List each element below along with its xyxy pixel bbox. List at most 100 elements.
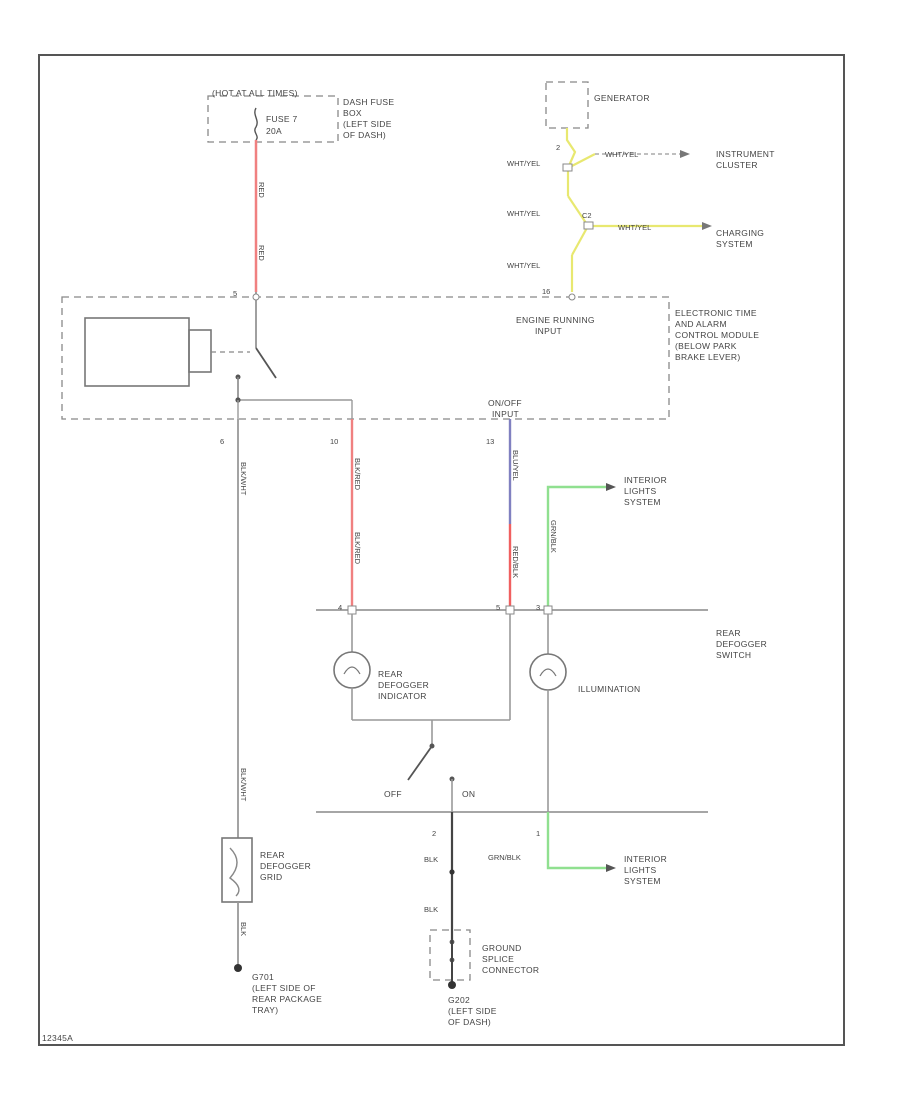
indicator-wire: BLK/RED BLK/RED [350,419,362,606]
engine-running-label-1: ENGINE RUNNING [516,315,595,325]
switch-label-2: DEFOGGER [716,639,767,649]
switch-label-1: REAR [716,628,741,638]
switch-pin-2: 2 [432,829,436,838]
generator-wire-label-3: WHT/YEL [507,209,540,218]
illum-wire-label-bottom: GRN/BLK [488,853,521,862]
indicator-lamp-icon [333,651,371,689]
relay-contact-icon [255,347,277,379]
ground-g701-loc-1: (LEFT SIDE OF [252,983,316,993]
module-label-3: CONTROL MODULE [675,330,759,340]
generator-wire-label-1: WHT/YEL [507,159,540,168]
fuse-icon [254,107,258,141]
ground-g701-icon [234,964,242,972]
charging-system-label-1: CHARGING [716,228,764,238]
ground-g202-loc-2: OF DASH) [448,1017,491,1027]
rear-defogger-grid: REAR DEFOGGER GRID BLK G701 (LEFT SIDE O… [221,837,322,1015]
fuse-box-location-4: OF DASH) [343,130,386,140]
generator: GENERATOR 2 C2 WHT/YEL WHT/YEL WHT/YEL W… [507,81,775,296]
ground-g202-icon [448,981,456,989]
ground-g701-loc-2: REAR PACKAGE [252,994,322,1004]
module-label-2: AND ALARM [675,319,727,329]
grid-wire-label-bottom: BLK/WHT [239,768,248,802]
illum-wire-label-top: GRN/BLK [549,520,558,553]
grid-wire: BLK/WHT BLK/WHT [237,419,248,838]
interior-lights-top-3: SYSTEM [624,497,661,507]
illum-wire-bottom: GRN/BLK INTERIOR LIGHTS SYSTEM [488,812,667,886]
arrow-right-icon [702,222,712,230]
arrow-right-icon [680,150,690,158]
fuse-wire-label-top: RED [257,182,266,198]
ground-g701-id: G701 [252,972,274,982]
grid-ground-wire-label: BLK [239,922,248,936]
module-pin-feed: 5 [233,289,237,298]
fuse-wire-label-bottom: RED [257,245,266,261]
module-pin-grid: 6 [220,437,224,446]
ground-wire: BLK BLK [424,812,455,940]
fuse-box-location-1: DASH FUSE [343,97,394,107]
illum-wire-top: GRN/BLK INTERIOR LIGHTS SYSTEM [546,475,667,606]
ground-wire-label-2: BLK [424,905,438,914]
grid-wire-label-top: BLK/WHT [239,462,248,496]
interior-lights-bottom-2: LIGHTS [624,865,657,875]
interior-lights-top-2: LIGHTS [624,486,657,496]
grid-label-2: DEFOGGER [260,861,311,871]
onoff-wire-label-2: RED/BLK [511,546,520,578]
generator-wire-label-4: WHT/YEL [618,223,651,232]
illumination-lamp-icon [529,653,567,691]
onoff-wire-label-1: BLU/YEL [511,450,520,481]
splice-label-2: SPLICE [482,954,514,964]
interior-lights-top-1: INTERIOR [624,475,667,485]
switch-pin-3: 3 [536,603,540,612]
indicator-label-2: DEFOGGER [378,680,429,690]
switch-off-label: OFF [384,789,402,799]
module-pin-onoff: 13 [486,437,494,446]
ground-splice-connector: GROUND SPLICE CONNECTOR G202 (LEFT SIDE … [429,929,539,1027]
instrument-cluster-label-2: CLUSTER [716,160,758,170]
fuse-feed-wire: RED RED [254,140,266,292]
generator-wire-label-5: WHT/YEL [507,261,540,270]
ground-g202-loc-1: (LEFT SIDE [448,1006,497,1016]
defogger-grid-icon [221,837,253,903]
generator-wire-label-2: WHT/YEL [605,150,638,159]
module-label-1: ELECTRONIC TIME [675,308,757,318]
fuse-label: FUSE 7 [266,114,298,124]
grid-label-1: REAR [260,850,285,860]
defogger-switch: REAR DEFOGGER SWITCH 4 5 3 REAR DEFOGGER… [316,603,767,838]
fuse-box: (HOT AT ALL TIMES) FUSE 7 20A DASH FUSE … [207,88,394,143]
relay-coil-icon [84,317,190,387]
fuse-box-header: (HOT AT ALL TIMES) [212,88,298,98]
module-label-4: (BELOW PARK [675,341,737,351]
generator-splice: C2 [582,211,592,220]
onoff-input-label-2: INPUT [492,409,519,419]
switch-on-label: ON [462,789,475,799]
ground-g202-id: G202 [448,995,470,1005]
indicator-label-3: INDICATOR [378,691,427,701]
interior-lights-bottom-1: INTERIOR [624,854,667,864]
engine-running-label-2: INPUT [535,326,562,336]
indicator-label-1: REAR [378,669,403,679]
splice-label-3: CONNECTOR [482,965,539,975]
splice-label-1: GROUND [482,943,522,953]
module-pin-indicator: 10 [330,437,338,446]
fuse-box-location-3: (LEFT SIDE [343,119,392,129]
indicator-wire-label-2: BLK/RED [353,532,362,565]
arrow-right-icon [606,864,616,872]
illumination-label: ILLUMINATION [578,684,640,694]
switch-label-3: SWITCH [716,650,751,660]
onoff-wire: BLU/YEL RED/BLK [508,419,520,606]
ground-wire-label-1: BLK [424,855,438,864]
generator-label: GENERATOR [594,93,650,103]
indicator-wire-label-1: BLK/RED [353,458,362,491]
diagram-footer-id: 12345A [42,1033,73,1043]
charging-system-label-2: SYSTEM [716,239,753,249]
switch-pin-5: 5 [496,603,500,612]
fuse-box-location-2: BOX [343,108,362,118]
switch-pin-1: 1 [536,829,540,838]
switch-pin-4: 4 [338,603,342,612]
grid-label-3: GRID [260,872,282,882]
defogger-switch-contact-icon [407,745,433,781]
instrument-cluster-label-1: INSTRUMENT [716,149,775,159]
module-pin-16: 16 [542,287,550,296]
ground-g701-loc-3: TRAY) [252,1005,278,1015]
